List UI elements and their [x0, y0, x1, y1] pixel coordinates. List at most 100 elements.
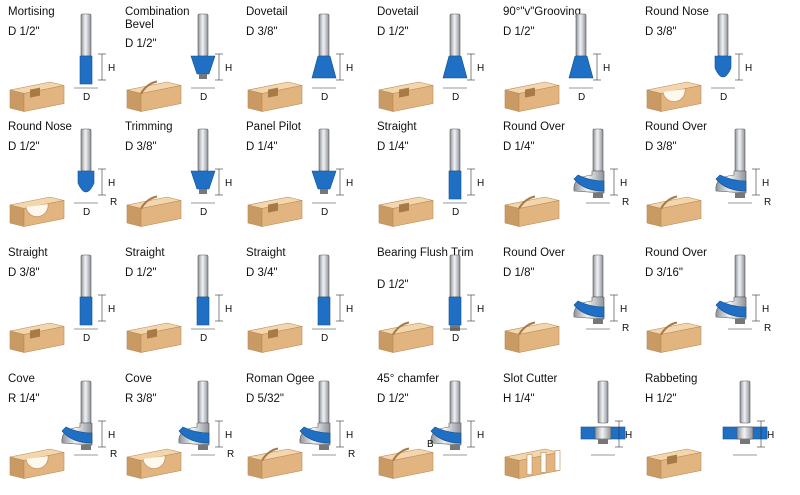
bit-size: D 1/4": [503, 141, 535, 153]
dimension-label-h: H: [346, 430, 353, 441]
bit-illustration: HR: [126, 380, 234, 479]
bit-illustration: HD: [126, 13, 232, 112]
bit-illustration: HD: [126, 254, 232, 353]
bit-illustration: HB: [378, 380, 484, 479]
dimension-label-h: H: [477, 178, 484, 189]
dimension-label-d: D: [452, 92, 459, 103]
bit-illustration: HR: [247, 380, 355, 479]
bit-illustration: HD: [9, 13, 115, 112]
dimension-labels: H: [733, 420, 774, 456]
dimension-label-h: H: [108, 63, 115, 74]
dimension-label-b: B: [427, 439, 434, 450]
wood-sample-icon: [9, 81, 65, 112]
dimension-labels: HD: [74, 294, 115, 344]
router-bit-icon: [448, 128, 462, 200]
wood-sample-icon: [504, 321, 560, 353]
dimension-label-h: H: [603, 63, 610, 74]
bit-size: D 3/16": [645, 267, 683, 279]
bit-name: Round Nose: [8, 121, 72, 133]
wood-sample-icon: [504, 81, 560, 112]
wood-sample-icon: [126, 80, 182, 112]
wood-sample-icon: [247, 322, 303, 353]
router-bit-card: Rabbeting H 1/2" H: [645, 373, 775, 493]
bit-size: D 5/32": [246, 393, 284, 405]
bit-name: Round Over: [503, 247, 566, 259]
router-bit-icon: [79, 254, 93, 326]
dimension-label-h: H: [767, 430, 774, 441]
dimension-label-h: H: [625, 430, 632, 441]
dimension-label-h: H: [477, 63, 484, 74]
bit-name: Rabbeting: [645, 373, 698, 385]
bit-illustration: HD: [504, 13, 610, 112]
router-bit-icon: [178, 380, 210, 450]
dimension-labels: HD: [711, 53, 752, 103]
wood-sample-icon: [504, 195, 560, 227]
bit-name: Mortising: [8, 6, 55, 18]
bit-illustration: H: [504, 380, 632, 479]
dimension-label-d: D: [83, 207, 90, 218]
router-bit-icon: [61, 380, 93, 450]
wood-sample-icon: [126, 448, 182, 479]
dimension-label-h: H: [225, 304, 232, 315]
bit-illustration: HR: [504, 128, 629, 227]
router-bit-icon: [77, 128, 95, 193]
dimension-labels: HR: [728, 168, 771, 208]
bit-size: H 1/2": [645, 393, 677, 405]
bit-illustration: HD: [646, 13, 752, 112]
bit-illustration: HD: [247, 13, 353, 112]
bit-name: Combination Bevel: [125, 6, 190, 31]
dimension-label-h: H: [762, 304, 769, 315]
bit-name: Round Nose: [645, 6, 709, 18]
bit-illustration: HR: [646, 128, 771, 227]
bit-illustration: HR: [504, 254, 629, 353]
bit-name: Straight: [377, 121, 417, 133]
bit-size: D 1/2": [125, 38, 157, 50]
bit-size: D 3/8": [645, 26, 677, 38]
bit-size: R 3/8": [125, 393, 157, 405]
dimension-label-h: H: [108, 304, 115, 315]
wood-sample-icon: [378, 447, 434, 479]
dimension-labels: HR: [312, 420, 355, 460]
dimension-label-r: R: [348, 449, 355, 460]
bit-name: Straight: [8, 247, 48, 259]
dimension-label-d: D: [200, 333, 207, 344]
wood-sample-icon: [247, 196, 303, 227]
dimension-labels: HB: [427, 420, 484, 456]
bit-size: D 1/2": [377, 279, 409, 291]
dimension-labels: HR: [191, 420, 234, 460]
dimension-labels: HR: [74, 420, 117, 460]
bit-name: Dovetail: [377, 6, 419, 18]
bit-name: Roman Ogee: [246, 373, 315, 385]
bit-illustration: HD: [247, 128, 353, 227]
dimension-label-r: R: [227, 449, 234, 460]
dimension-label-d: D: [720, 92, 727, 103]
dimension-labels: HDR: [74, 168, 117, 218]
dimension-label-r: R: [110, 449, 117, 460]
bit-size: D 3/4": [246, 267, 278, 279]
bit-name: Straight: [125, 247, 165, 259]
wood-sample-icon: [9, 196, 65, 227]
dimension-labels: HD: [443, 294, 484, 344]
router-bit-icon: [79, 13, 93, 85]
dimension-label-h: H: [225, 430, 232, 441]
wood-sample-icon: [378, 81, 434, 112]
bit-illustration: HD: [9, 254, 115, 353]
bit-illustration: HD: [378, 128, 484, 227]
wood-sample-icon: [646, 321, 702, 353]
bit-size: D 1/8": [503, 267, 535, 279]
dimension-labels: HD: [312, 53, 353, 103]
bit-size: D 3/8": [125, 141, 157, 153]
bit-size: D 1/2": [503, 26, 535, 38]
router-bit-icon: [580, 380, 626, 444]
dimension-label-h: H: [620, 178, 627, 189]
bit-name: Round Over: [503, 121, 566, 133]
